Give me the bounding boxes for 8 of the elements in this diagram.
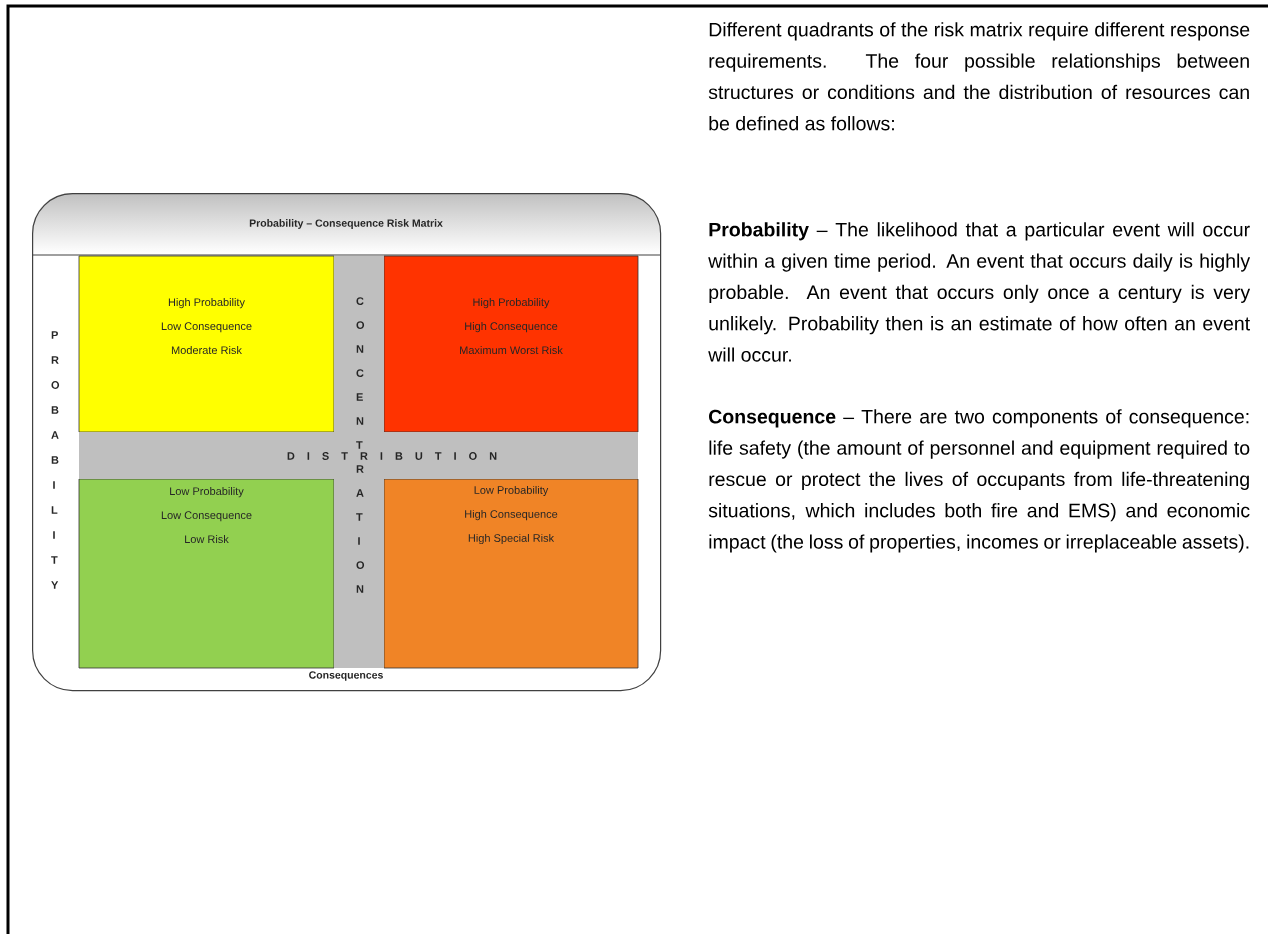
quadrant-box: High Probability High Consequence Maximum Worst Risk xyxy=(383,255,639,433)
quadrant-box: High Probability Low Consequence Moderate Risk xyxy=(78,255,335,433)
axis-label: PROBABILITY xyxy=(51,331,60,589)
quadrant-box: Low Probability High Consequence High Special Risk xyxy=(383,478,639,669)
quadrant-box: Low Probability Low Consequence Low Risk xyxy=(78,478,335,669)
paragraph: Consequence – There are two components of consequence: life safety (the amount of personnel and equipment required to rescue or protect the lives of occupants from life-threatening situations, which includes both fire and EMS) and economic impact (the loss of properties, incomes or irreplaceable assets). xyxy=(708,409,1250,553)
paragraph: Different quadrants of the risk matrix require different response requirements. The four possible relationships between structures or conditions and the distribution of resources can be defined as follows: xyxy=(708,22,1250,131)
paragraph: Probability – The likelihood that a particular event will occur within a given time period. An event that occurs daily is highly probable. An event that occurs only once a century is very unlikely. Probability then is an estimate of how often an event will occur. xyxy=(708,222,1251,362)
